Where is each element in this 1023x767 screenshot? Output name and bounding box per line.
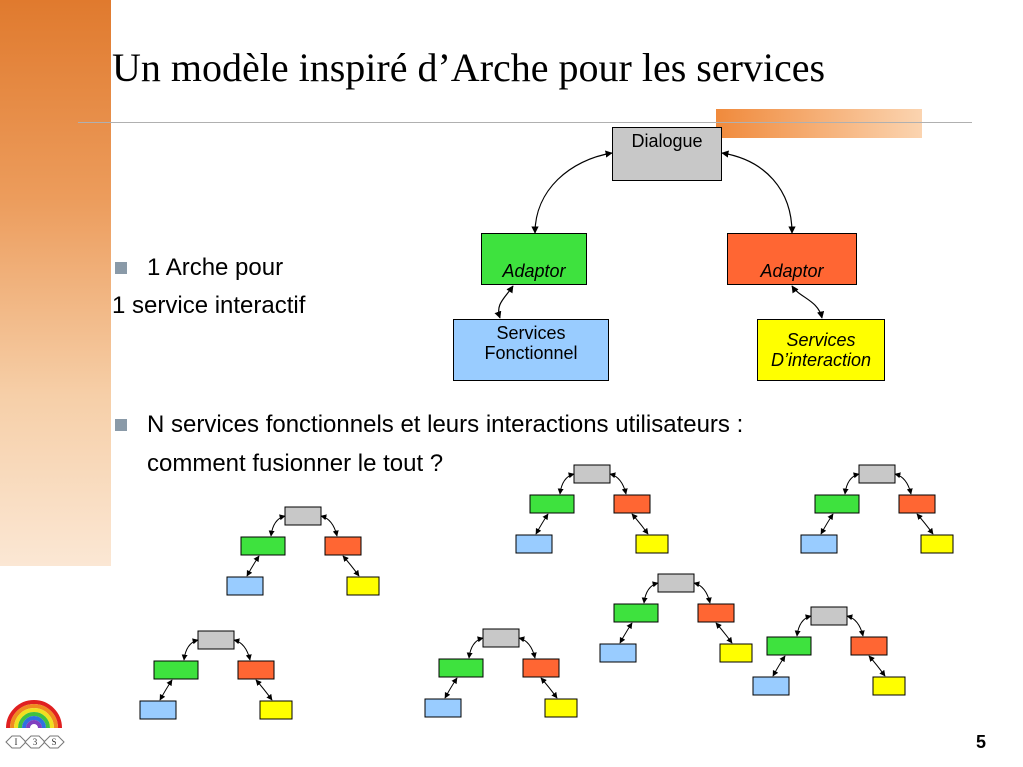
title-rule	[78, 122, 972, 123]
mini-arrow-down-left-1	[246, 555, 260, 577]
mini-adaptor-right-box-5	[522, 658, 560, 678]
mini-arrow-down-left-2	[535, 513, 549, 535]
bullet-1-line1: 1 Arche pour	[147, 254, 284, 281]
mini-arrow-down-left-5	[444, 677, 458, 699]
mini-arrow-left-4	[181, 638, 199, 661]
title-accent-bar	[716, 109, 922, 138]
bullet-2-line2: comment fusionner le tout ?	[147, 450, 444, 477]
mini-services-interaction-box-2	[635, 534, 669, 554]
arrow-adaptor-right-services	[791, 285, 825, 319]
mini-services-fonctionnel-box-6	[599, 643, 637, 663]
mini-arrow-down-right-1	[342, 555, 360, 577]
mini-services-fonctionnel-box-3	[800, 534, 838, 554]
mini-arrow-left-5	[466, 636, 484, 659]
adaptor-right-label: Adaptor	[760, 261, 824, 281]
bullet-1-line2: 1 service interactif	[112, 292, 306, 319]
mini-adaptor-right-box-6	[697, 603, 735, 623]
mini-services-interaction-box-1	[346, 576, 380, 596]
services-interaction-box: Services D’interaction	[757, 319, 885, 381]
mini-services-fonctionnel-box-7	[752, 676, 790, 696]
mini-arrow-down-left-6	[619, 622, 633, 644]
dialogue-box: Dialogue	[612, 127, 722, 181]
slide-title: Un modèle inspiré d’Arche pour les servi…	[112, 45, 826, 90]
bullet-2-line1: N services fonctionnels et leurs interac…	[147, 411, 744, 438]
mini-services-fonctionnel-box-4	[139, 700, 177, 720]
mini-arrow-right-2	[609, 472, 628, 495]
mini-adaptor-right-box-2	[613, 494, 651, 514]
mini-arrow-down-right-2	[631, 513, 649, 535]
mini-arrow-down-left-3	[820, 513, 834, 535]
page-number: 5	[975, 732, 986, 752]
mini-arrow-right-5	[518, 636, 537, 659]
services-fonctionnel-line2: Fonctionnel	[484, 343, 578, 363]
mini-adaptor-left-box-2	[529, 494, 575, 514]
mini-services-interaction-box-5	[544, 698, 578, 718]
mini-arrow-left-2	[557, 472, 575, 495]
arrow-adaptor-left-services	[494, 285, 514, 319]
mini-adaptor-left-box-1	[240, 536, 286, 556]
mini-dialogue-box-1	[284, 506, 322, 526]
services-interaction-line1: Services	[786, 330, 856, 350]
dialogue-label: Dialogue	[631, 131, 703, 151]
mini-dialogue-box-3	[858, 464, 896, 484]
mini-adaptor-left-box-3	[814, 494, 860, 514]
mini-arrow-left-6	[641, 581, 659, 604]
mini-services-interaction-box-7	[872, 676, 906, 696]
mini-arrow-down-right-4	[255, 679, 273, 701]
arrow-dialogue-adaptor-right	[721, 150, 796, 234]
adaptor-left-label: Adaptor	[502, 261, 566, 281]
services-fonctionnel-box: Services Fonctionnel	[453, 319, 609, 381]
mini-services-interaction-box-3	[920, 534, 954, 554]
mini-dialogue-box-6	[657, 573, 695, 593]
mini-dialogue-box-7	[810, 606, 848, 626]
bullet-marker-1	[115, 262, 127, 274]
mini-adaptor-right-box-4	[237, 660, 275, 680]
mini-services-fonctionnel-box-2	[515, 534, 553, 554]
mini-arrow-right-4	[233, 638, 252, 661]
sidebar-gradient	[0, 0, 111, 566]
logo-letter-i: I	[15, 737, 18, 747]
mini-adaptor-left-box-7	[766, 636, 812, 656]
mini-dialogue-box-5	[482, 628, 520, 648]
mini-arrow-right-1	[320, 514, 339, 537]
mini-arrow-down-right-7	[868, 655, 886, 677]
mini-services-interaction-box-4	[259, 700, 293, 720]
mini-adaptor-right-box-3	[898, 494, 936, 514]
mini-services-fonctionnel-box-5	[424, 698, 462, 718]
mini-arrow-right-7	[846, 614, 865, 637]
mini-services-fonctionnel-box-1	[226, 576, 264, 596]
services-fonctionnel-line1: Services	[496, 323, 566, 343]
mini-arrow-right-3	[894, 472, 913, 495]
mini-adaptor-right-box-7	[850, 636, 888, 656]
logo-letter-s: S	[51, 737, 56, 747]
mini-adaptor-right-box-1	[324, 536, 362, 556]
mini-adaptor-left-box-4	[153, 660, 199, 680]
logo-letter-3: 3	[33, 737, 38, 747]
mini-arrow-down-right-5	[540, 677, 558, 699]
mini-arrow-down-left-4	[159, 679, 173, 701]
mini-arrow-left-7	[794, 614, 812, 637]
mini-dialogue-box-2	[573, 464, 611, 484]
rainbow-i3s-logo: I 3 S	[5, 700, 65, 749]
mini-arrow-down-right-3	[916, 513, 934, 535]
mini-dialogue-box-4	[197, 630, 235, 650]
services-interaction-line2: D’interaction	[770, 350, 872, 370]
mini-arrow-left-1	[268, 514, 286, 537]
bullet-marker-2	[115, 419, 127, 431]
adaptor-left-box: Adaptor	[481, 233, 587, 285]
mini-adaptor-left-box-6	[613, 603, 659, 623]
mini-arrow-down-left-7	[772, 655, 786, 677]
mini-arrow-left-3	[842, 472, 860, 495]
mini-adaptor-left-box-5	[438, 658, 484, 678]
adaptor-right-box: Adaptor	[727, 233, 857, 285]
arrow-dialogue-adaptor-left	[531, 150, 613, 234]
mini-arrow-down-right-6	[715, 622, 733, 644]
mini-services-interaction-box-6	[719, 643, 753, 663]
mini-arrow-right-6	[693, 581, 712, 604]
